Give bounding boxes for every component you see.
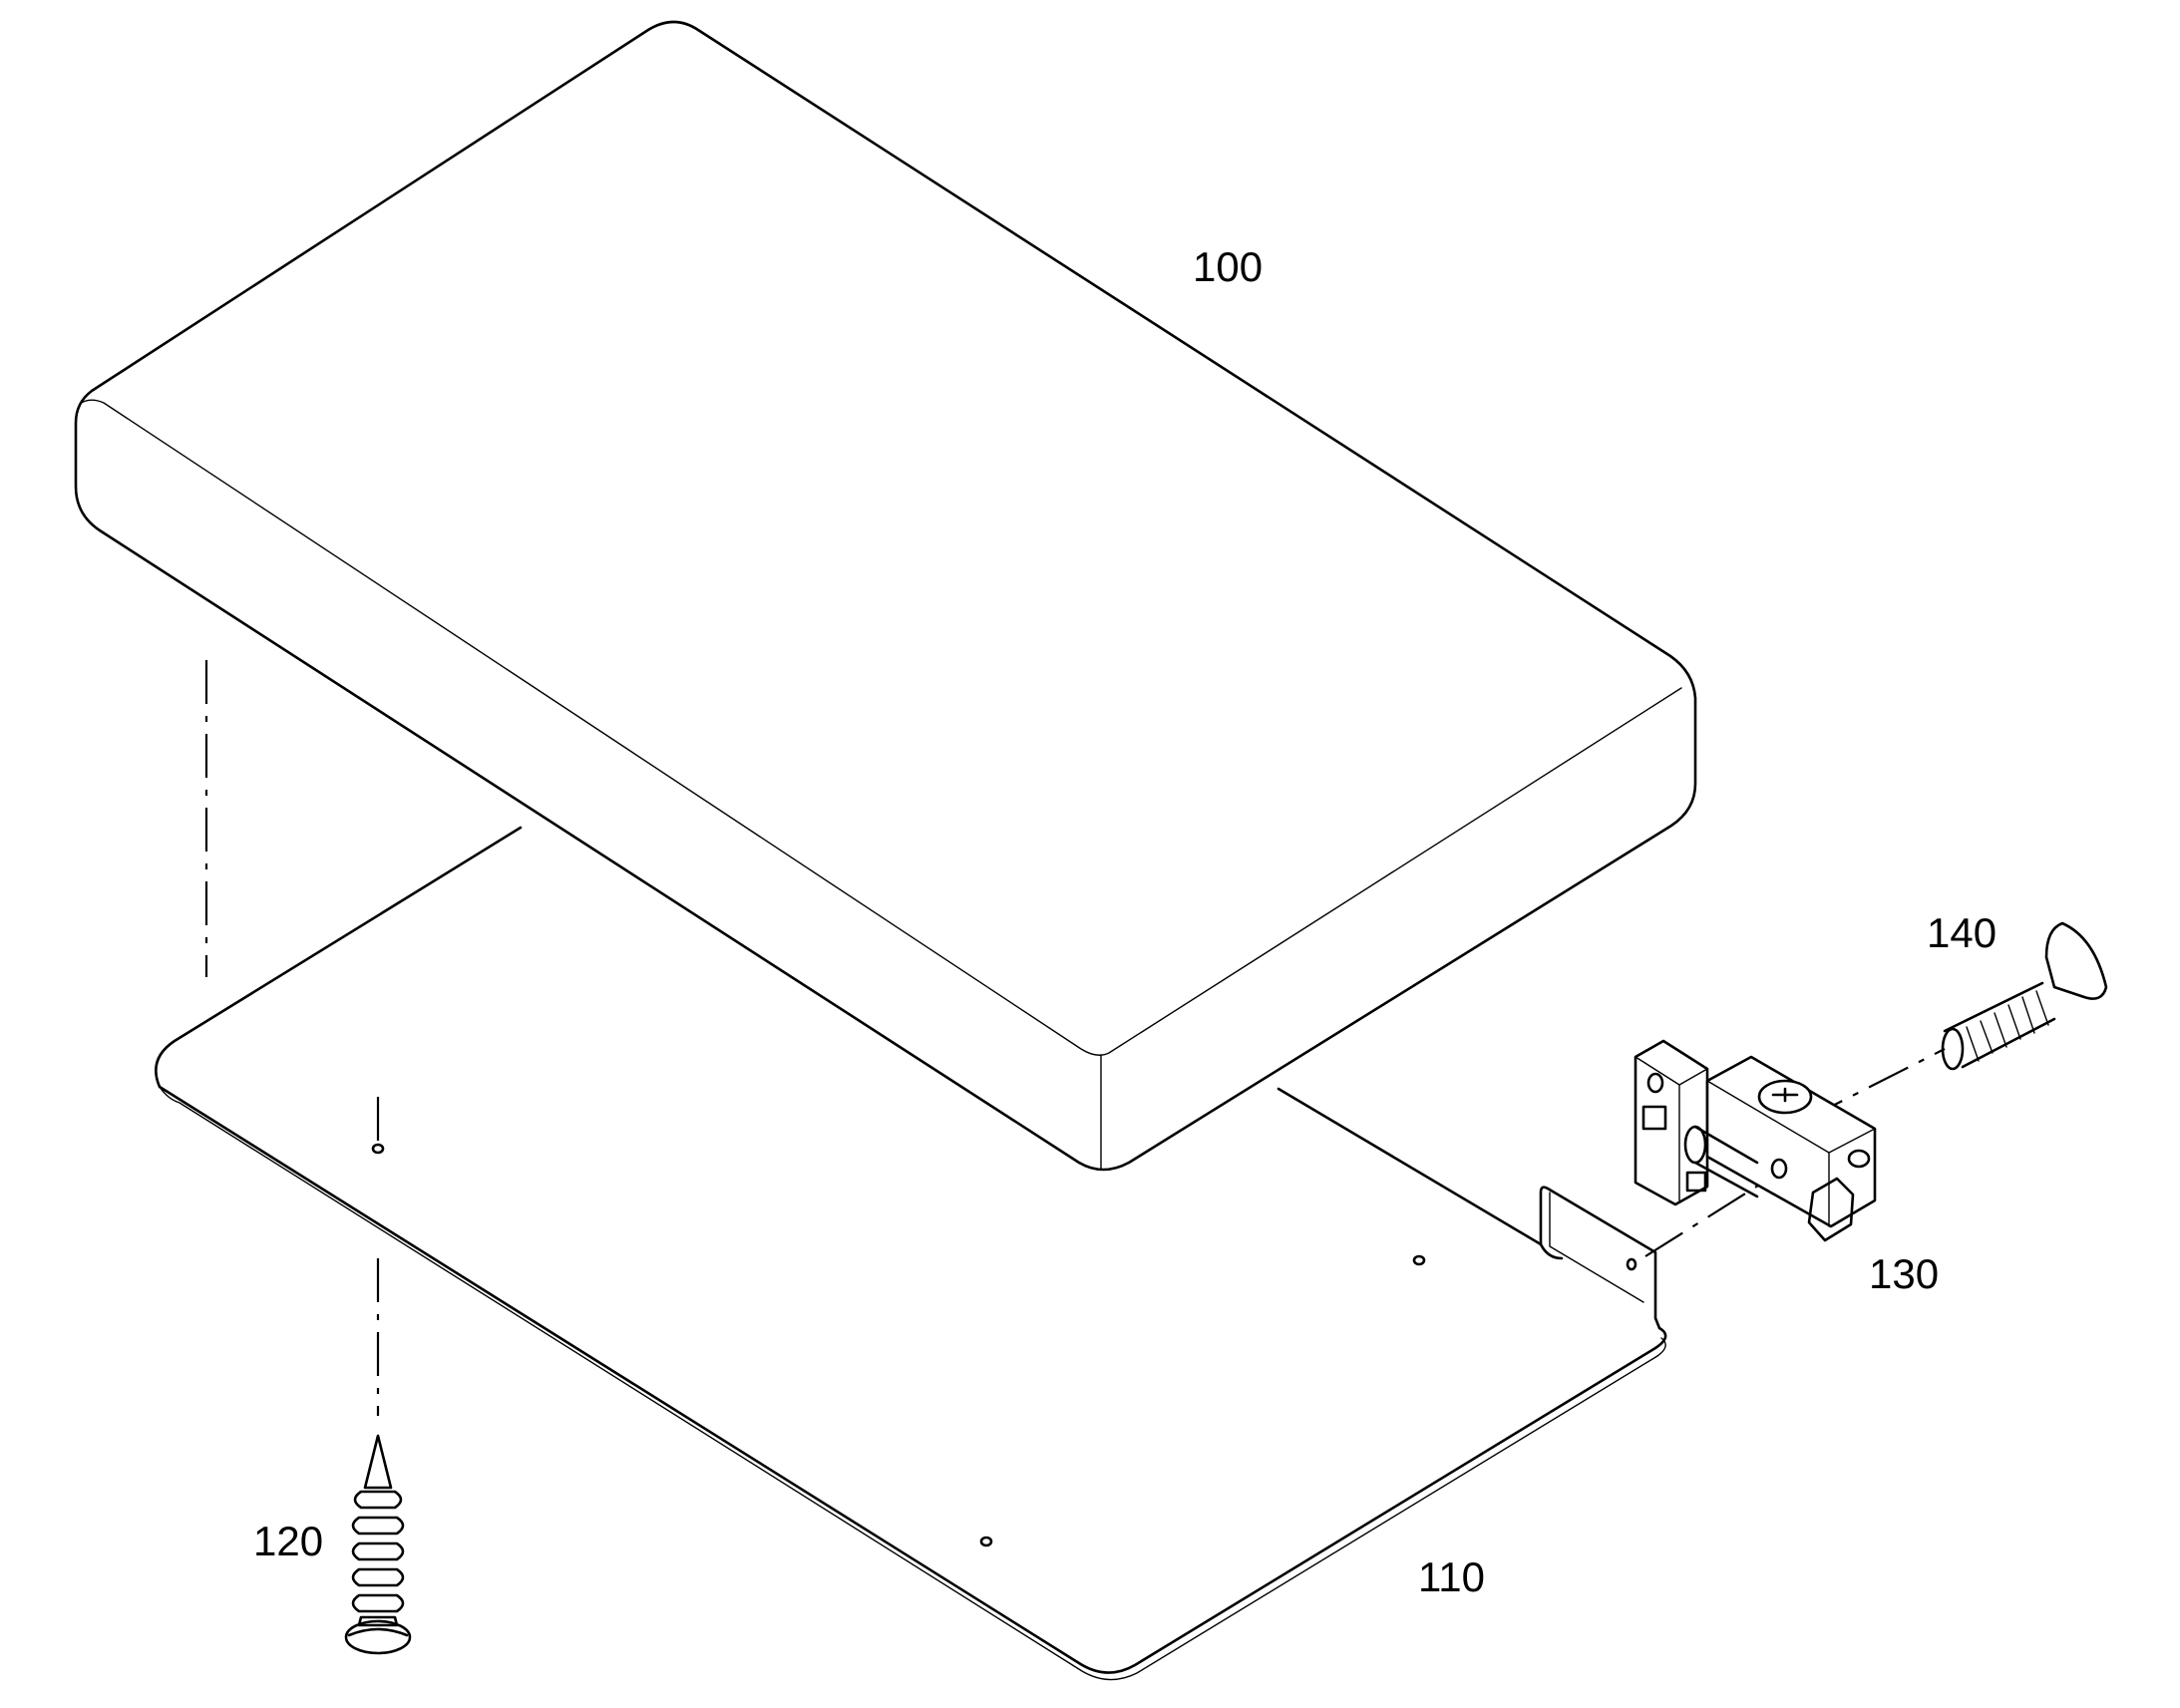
bracket-assembly-130 xyxy=(1634,1039,1877,1242)
top-cover-block xyxy=(74,20,1697,1172)
label-wood-screw: 120 xyxy=(253,1518,323,1564)
wood-screw-120 xyxy=(344,1434,412,1655)
label-top-cover: 100 xyxy=(1193,243,1263,290)
label-base-plate: 110 xyxy=(1418,1553,1485,1600)
label-machine-screw: 140 xyxy=(1927,909,1997,956)
base-plate xyxy=(155,826,1667,1681)
label-bracket-assembly: 130 xyxy=(1869,1250,1939,1297)
machine-screw-140 xyxy=(1941,921,2108,1071)
